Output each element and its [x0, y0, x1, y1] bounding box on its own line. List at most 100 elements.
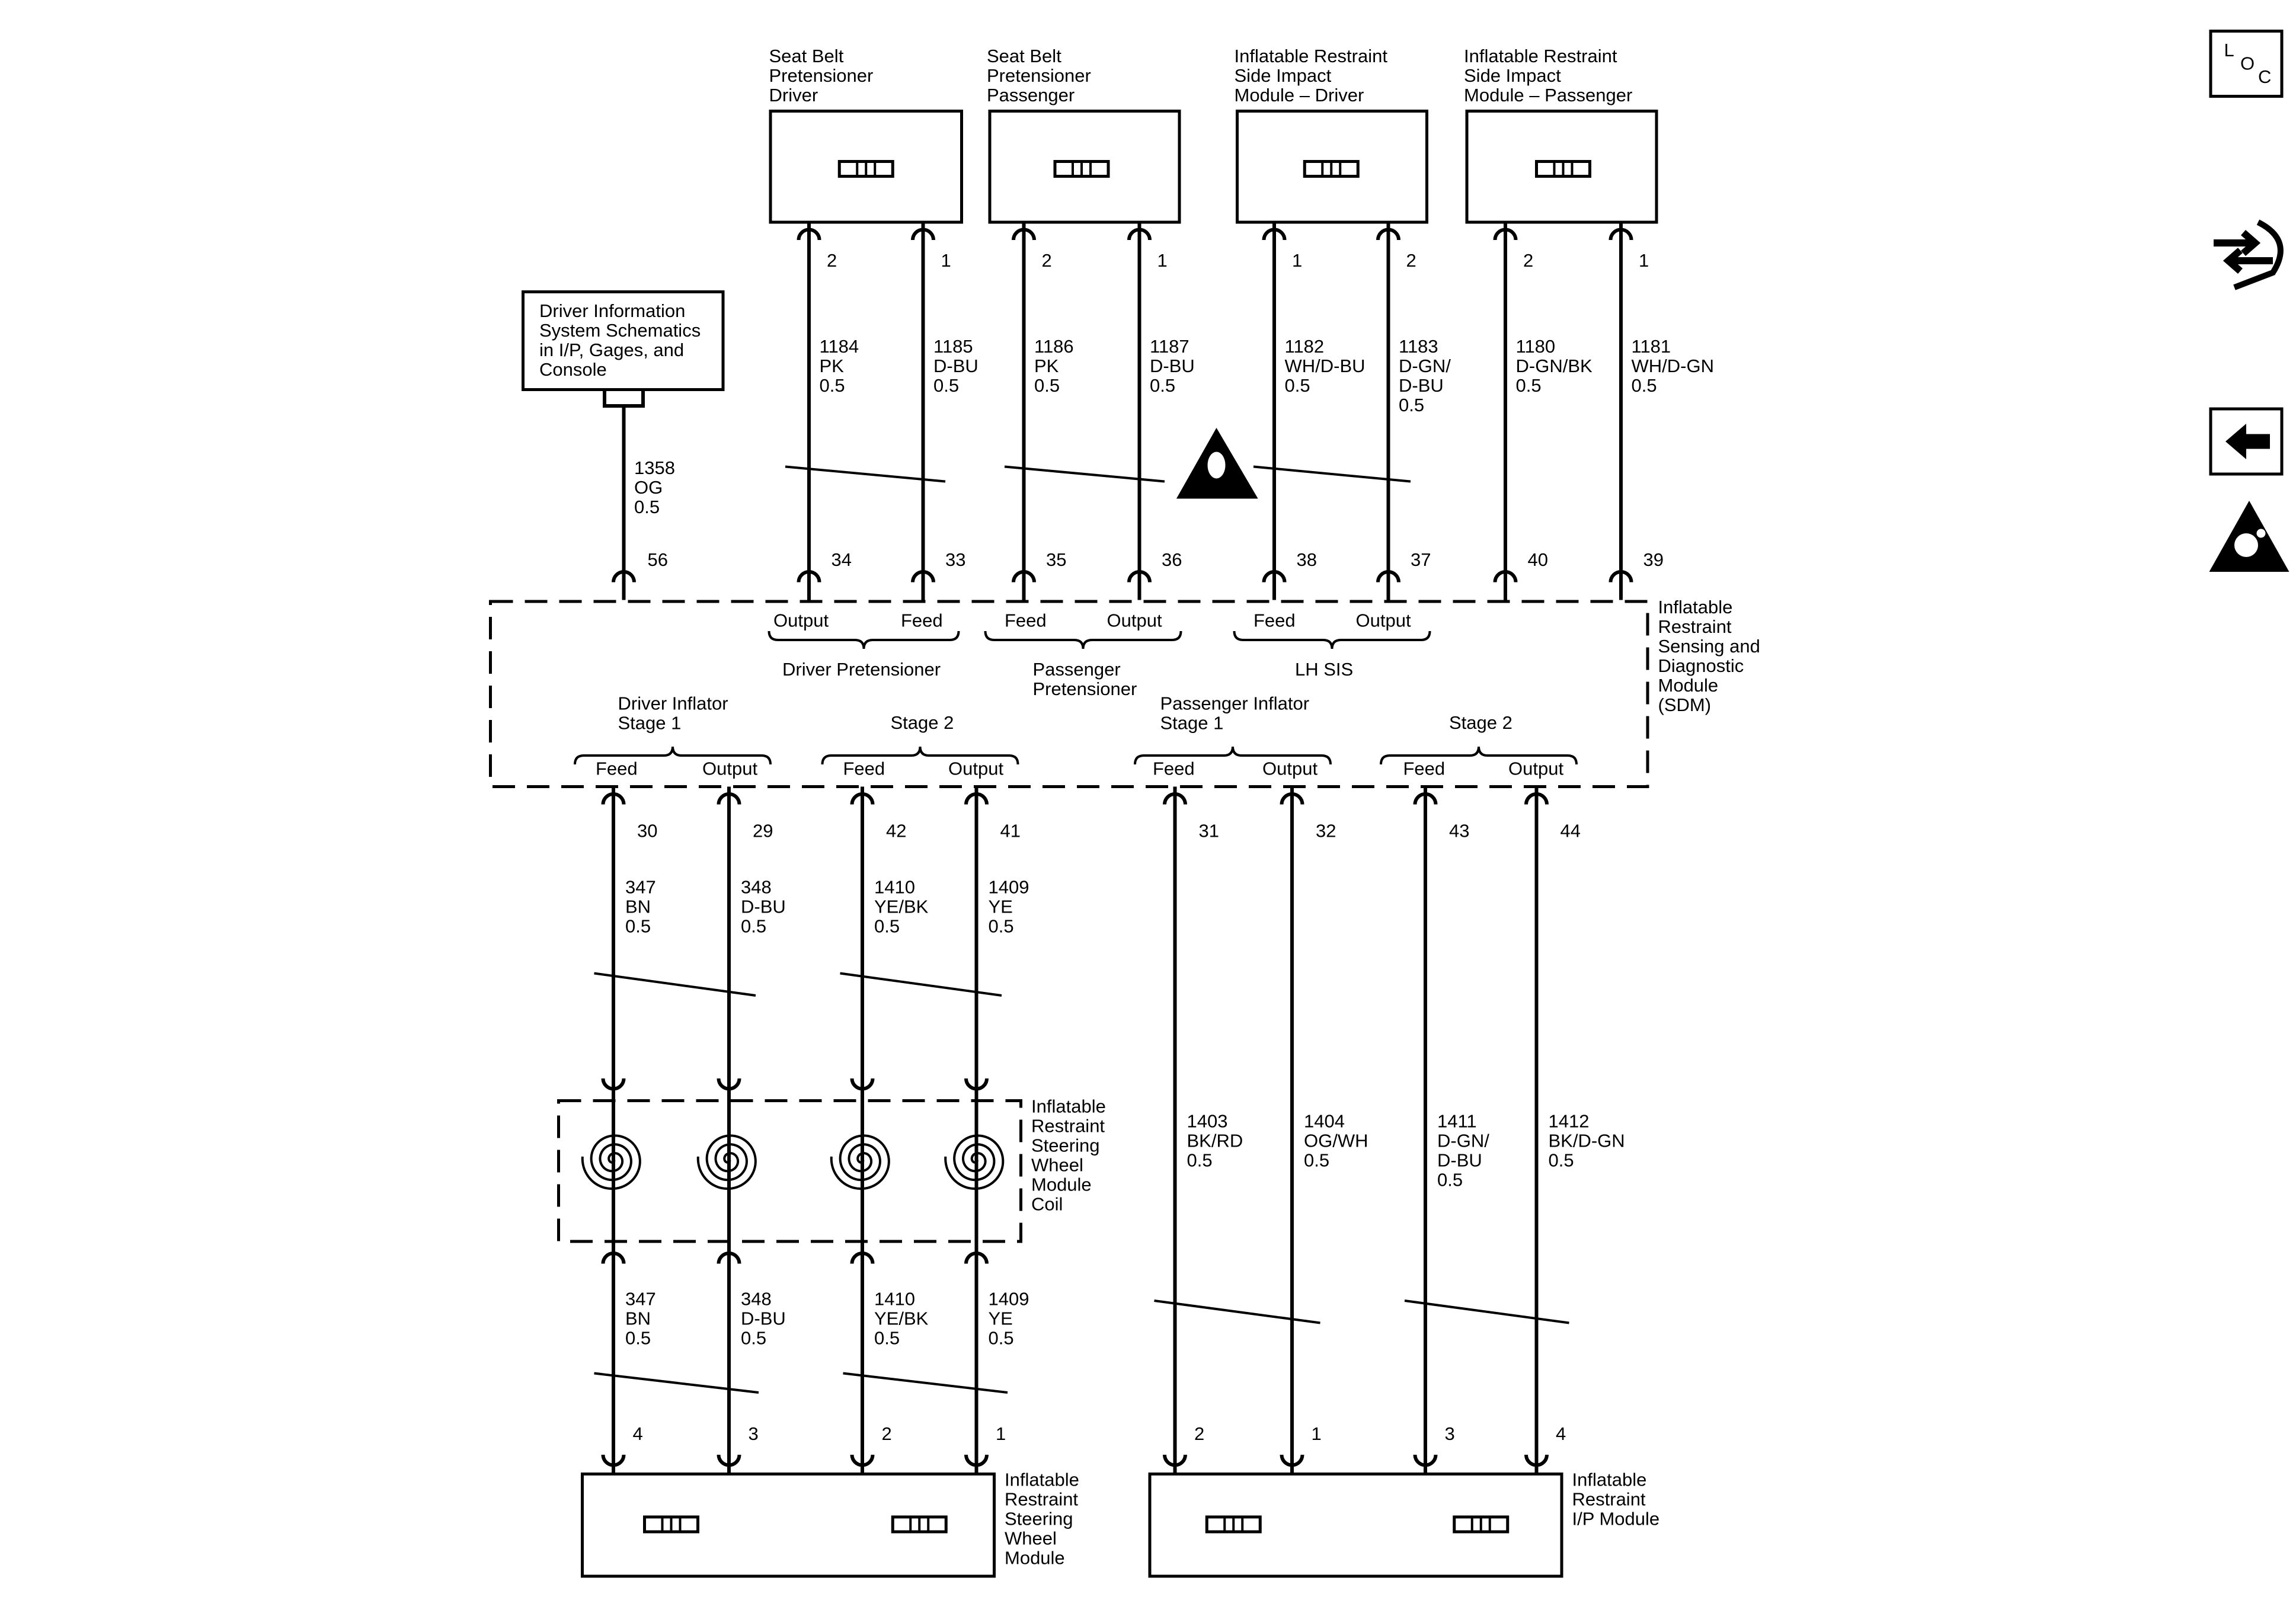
connector-terminal-coil-bottom: [964, 1251, 989, 1264]
wire-layer: [574, 167, 1633, 1526]
connector-terminal-ipm: [1163, 1454, 1187, 1467]
terminal-role-label: Feed: [596, 758, 638, 779]
pin-number: 1: [1157, 250, 1168, 271]
back-arrow: [2225, 424, 2270, 459]
swap-arrows: [2214, 229, 2273, 274]
terminal-role-label: Output: [1356, 610, 1411, 631]
sidebar-layer: LOC: [2209, 30, 2289, 572]
pin-number: 1: [941, 250, 951, 271]
squib-resistor-icon: [1053, 160, 1110, 178]
terminal-role-label: Output: [702, 758, 757, 779]
squib-resistor-icon: [1453, 1515, 1510, 1534]
connector-terminal-top: [1376, 228, 1400, 241]
pin-number: 2: [1406, 250, 1416, 271]
connector-end-view-icon[interactable]: [2214, 219, 2284, 290]
terminal-role-label: Feed: [901, 610, 943, 631]
connector-terminal-swm: [601, 1454, 626, 1467]
connector-terminal-coil-bottom: [850, 1251, 875, 1264]
wrench-shape: [2233, 219, 2284, 290]
group-brace: [574, 746, 772, 765]
pin-number-sdm-top: 36: [1162, 549, 1182, 570]
terminal-role-label: Feed: [1005, 610, 1047, 631]
loc-letter: L: [2224, 40, 2234, 60]
sir-caution-icon[interactable]: [2209, 501, 2289, 572]
connector-terminal-top: [1012, 228, 1036, 241]
squib-resistor-icon: [1535, 160, 1591, 178]
pin-number-swm: 3: [749, 1423, 759, 1444]
loc-icon[interactable]: LOC: [2209, 30, 2284, 98]
connector-terminal-top: [1262, 228, 1287, 241]
pin-number-ipm: 3: [1445, 1423, 1455, 1444]
connector-terminal-sdm: [1262, 570, 1287, 582]
squib-resistor-icon: [891, 1515, 948, 1534]
connector-terminal-sdm: [1493, 570, 1518, 582]
pin-number-sdm-top: 40: [1528, 549, 1548, 570]
connector-terminal-sdm: [1609, 570, 1633, 582]
pin-number-ipm: 1: [1312, 1423, 1322, 1444]
dis-connector: [603, 389, 645, 408]
loc-letter: O: [2240, 53, 2255, 74]
terminal-role-label: Feed: [1153, 758, 1195, 779]
group-brace: [768, 630, 960, 649]
pin-number-56: 56: [648, 549, 668, 570]
connector-terminal-sdm: [1127, 570, 1152, 582]
component-layer: [489, 110, 1658, 1578]
connector-terminal-ipm: [1280, 1454, 1304, 1467]
back-arrow-icon[interactable]: [2209, 407, 2284, 476]
group-lh-sis: LH SIS: [1295, 659, 1353, 680]
connector-terminal-coil-bottom: [717, 1251, 741, 1264]
connector-terminal-top: [1127, 228, 1152, 241]
terminal-role-label: Output: [1262, 758, 1318, 779]
connector-terminal: [612, 570, 636, 582]
pin-number-sdm-top: 33: [945, 549, 965, 570]
pin-number-sdm-bottom: 31: [1199, 821, 1219, 841]
connector-terminal-coil-top: [717, 1078, 741, 1091]
twisted-pair-marker: [594, 972, 756, 997]
pin-number-ipm: 2: [1194, 1423, 1204, 1444]
squib-resistor-icon: [837, 160, 894, 178]
pin-number-swm: 2: [882, 1423, 892, 1444]
twisted-pair-marker: [785, 465, 946, 483]
connector-terminal-coil-top: [850, 1078, 875, 1091]
loc-letter: C: [2258, 66, 2271, 87]
pin-number-sdm-top: 35: [1046, 549, 1066, 570]
connector-terminal-swm: [717, 1454, 741, 1467]
connector-terminal-swm: [850, 1454, 875, 1467]
group-driver-pretensioner: Driver Pretensioner: [782, 659, 941, 680]
pin-number-sdm-bottom: 42: [886, 821, 906, 841]
coil-spiral-icon: [696, 1134, 757, 1190]
twisted-pair-marker: [1253, 465, 1411, 483]
steering-wheel-coil-box: [557, 1099, 1022, 1243]
coil-spiral-icon: [944, 1134, 1005, 1190]
sdm-module-box: [489, 600, 1649, 788]
terminal-role-label: Output: [1107, 610, 1162, 631]
connector-terminal-sdm: [1012, 570, 1036, 582]
pin-number-sdm-bottom: 32: [1316, 821, 1336, 841]
twisted-pair-marker: [1154, 1299, 1320, 1324]
pin-number-sdm-bottom: 44: [1560, 821, 1581, 841]
twisted-pair-marker: [1404, 1299, 1569, 1324]
